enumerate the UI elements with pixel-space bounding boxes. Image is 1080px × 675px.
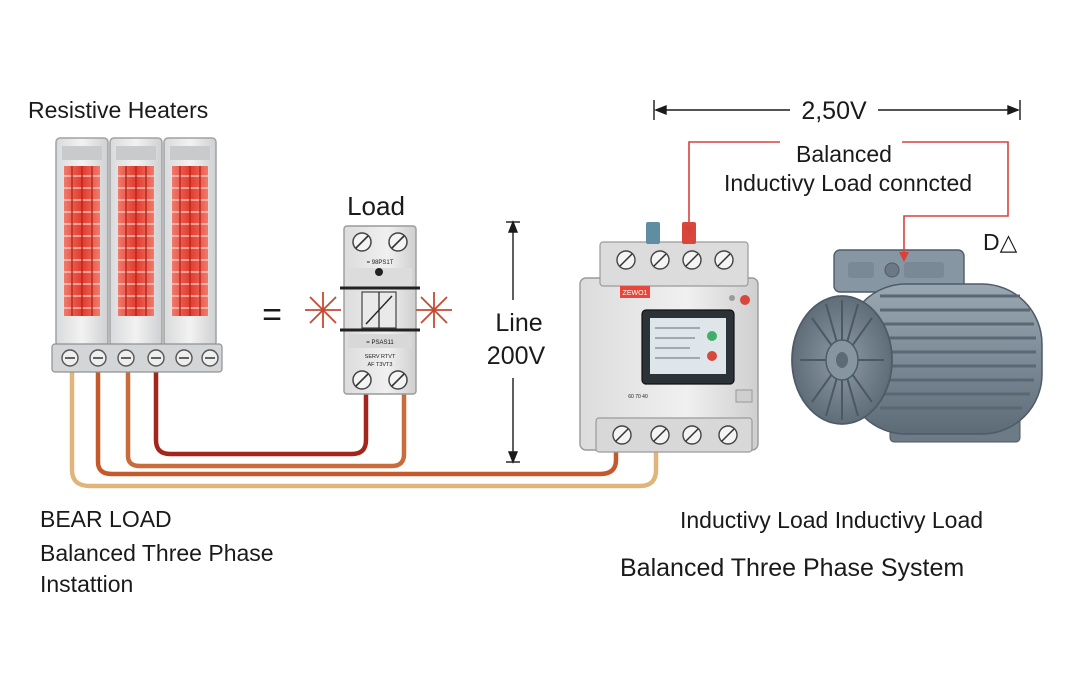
heater-terminal-block — [51, 343, 223, 373]
heater-unit — [163, 137, 217, 347]
breaker-bottom-text: AF T3VT3 — [368, 362, 393, 368]
equals-sign: = — [262, 296, 282, 334]
heaters-title: Resistive Heaters — [28, 97, 208, 123]
left-caption-line-2: Instattion — [40, 571, 133, 597]
left-caption-line-1: Balanced Three Phase — [40, 540, 274, 566]
spark-icon — [416, 292, 452, 328]
line-voltage-label: 200V — [487, 342, 546, 370]
controller-tag: ZEWO1 — [623, 290, 648, 297]
wire-tan — [69, 372, 659, 489]
dimension-label: 2,50V — [801, 97, 867, 125]
breaker-mid-text: = PSAS11 — [366, 340, 394, 346]
top-dimension — [653, 100, 1021, 120]
heater-unit — [55, 137, 109, 347]
annotation-leaders — [688, 141, 1009, 252]
wire-rust-outer — [95, 372, 619, 477]
right-caption-line-1: Inductivy Load Inductivy Load — [680, 507, 983, 533]
spark-icon — [305, 292, 341, 328]
balanced-label: Balanced — [796, 141, 892, 167]
wire-rust-inner — [125, 372, 407, 469]
wire-dark-red — [153, 372, 369, 457]
delta-label: D△ — [983, 229, 1018, 255]
line-label: Line — [495, 309, 542, 337]
arrowhead — [899, 252, 909, 262]
inductive-load-label: Inductivy Load conncted — [724, 170, 972, 196]
bear-load-label: BEAR LOAD — [40, 506, 172, 532]
controller-status-text: 60 70 40 — [628, 394, 648, 400]
breaker-top-text: = 98PS1T — [367, 260, 394, 266]
breaker-bottom-text: SERV RTVT — [365, 354, 396, 360]
motor-controller: ZEWO1 60 70 40 — [579, 222, 759, 453]
load-breaker: = 98PS1T = PSAS11 SERV RTVT AF T3VT3 — [340, 225, 420, 395]
wiring — [69, 372, 659, 489]
resistive-heaters — [51, 137, 223, 373]
arrowhead — [684, 226, 694, 236]
induction-motor — [791, 249, 1043, 443]
right-caption-line-2: Balanced Three Phase System — [620, 554, 964, 582]
load-title: Load — [347, 191, 405, 221]
heater-unit — [109, 137, 163, 347]
line-voltage-dimension — [506, 220, 520, 464]
